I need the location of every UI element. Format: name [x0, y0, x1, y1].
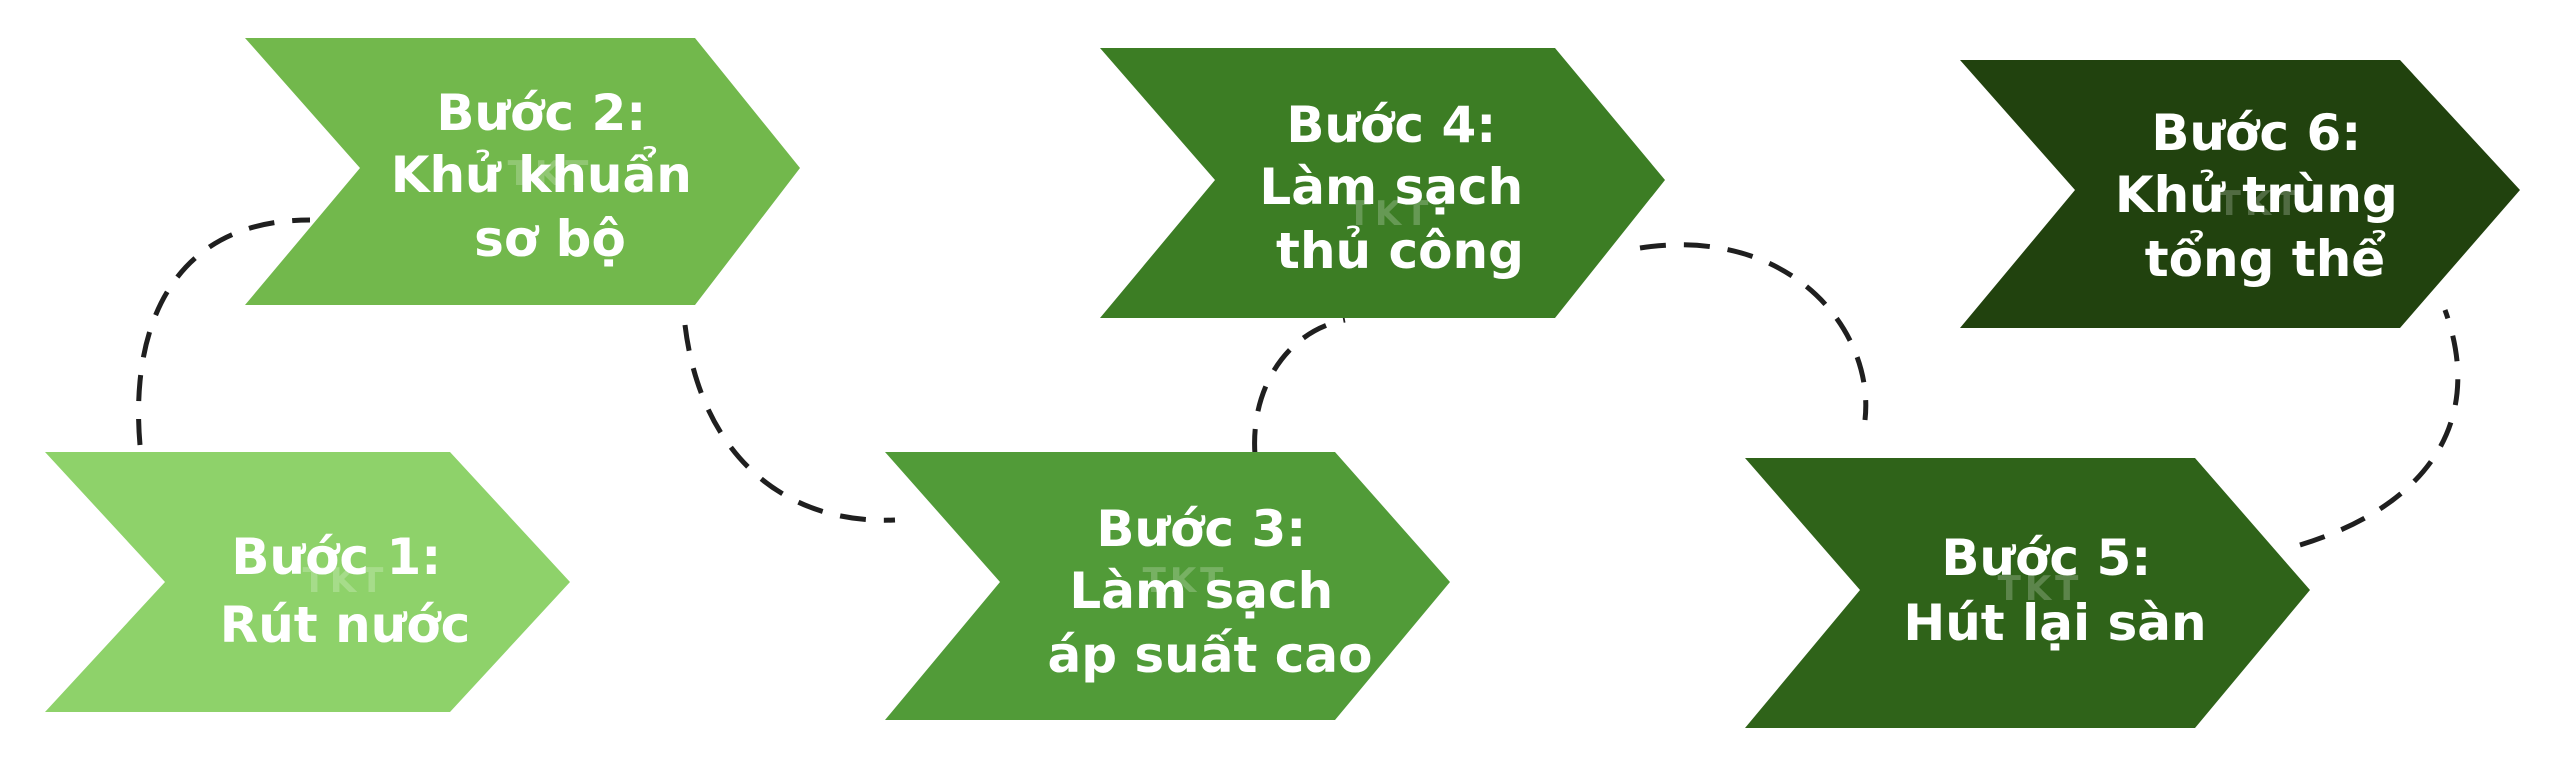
step-6-shape: [1960, 60, 2520, 328]
watermark: TKT: [2218, 184, 2303, 224]
step-4-chevron: TKT Bước 4: Làm sạch thủ công: [1100, 48, 1665, 318]
step-6-title: Bước 6:: [2151, 104, 2361, 162]
step-6-label-line2: tổng thể: [2145, 230, 2387, 288]
step-4-label-line1: Làm sạch: [1259, 158, 1523, 216]
step-1-label: Rút nước: [220, 596, 471, 654]
watermark: TKT: [1143, 561, 1228, 601]
svg-text:Bước 3: Làm sạch á: Bước 3: Làm sạch áp suất cao: [1047, 500, 1372, 684]
step-6-label-line1: Khử trùng: [2115, 166, 2398, 224]
step-2-title: Bước 2:: [436, 84, 646, 142]
watermark: TKT: [1998, 569, 2083, 609]
step-3-title: Bước 3:: [1096, 500, 1306, 558]
connector-2-3: [682, 324, 896, 523]
svg-text:Bước 5: Hút lại sàn: Bước 5: Hút lại sàn: [1903, 529, 2206, 652]
watermark: TKT: [1348, 194, 1433, 234]
svg-text:Bước 2: Khử khuẩn: Bước 2: Khử khuẩn sơ bộ: [391, 84, 710, 268]
step-2-chevron: TKT Bước 2: Khử khuẩn sơ bộ: [245, 38, 800, 305]
step-4-shape: [1100, 48, 1665, 318]
step-2-label-line2: sơ bộ: [474, 210, 626, 268]
connector-1-2: [136, 217, 311, 446]
step-2-label-line1: Khử khuẩn: [391, 146, 692, 204]
step-6-chevron: TKT Bước 6: Khử trùng tổng thể: [1960, 60, 2520, 328]
step-5-label: Hút lại sàn: [1903, 594, 2206, 652]
connector-5-6: [2299, 309, 2461, 548]
step-5-chevron: TKT Bước 5: Hút lại sàn: [1745, 458, 2310, 728]
step-1-chevron: TKT Bước 1: Rút nước: [45, 452, 570, 712]
connector-3-4: [1252, 317, 1346, 456]
step-3-label-line2: áp suất cao: [1047, 626, 1372, 684]
watermark: TKT: [303, 561, 388, 601]
step-3-chevron: TKT Bước 3: Làm sạch áp suất cao: [885, 452, 1450, 720]
svg-text:Bước 1: Rút nước: Bước 1: Rút nước: [220, 528, 471, 654]
step-2-shape: [245, 38, 800, 305]
step-1-shape: [45, 452, 570, 712]
step-4-title: Bước 4:: [1286, 96, 1496, 154]
step-3-label-line1: Làm sạch: [1069, 562, 1333, 620]
step-5-title: Bước 5:: [1941, 529, 2151, 587]
svg-text:Bước 6: Khử trùng: Bước 6: Khử trùng tổng thể: [2115, 104, 2415, 288]
connector-4-5: [1639, 242, 1869, 421]
step-1-title: Bước 1:: [231, 528, 441, 586]
step-4-label-line2: thủ công: [1276, 222, 1524, 280]
step-3-shape: [885, 452, 1450, 720]
svg-text:Bước 4: Làm sạch t: Bước 4: Làm sạch thủ công: [1259, 96, 1540, 280]
watermark: TKT: [508, 154, 593, 194]
step-5-shape: [1745, 458, 2310, 728]
